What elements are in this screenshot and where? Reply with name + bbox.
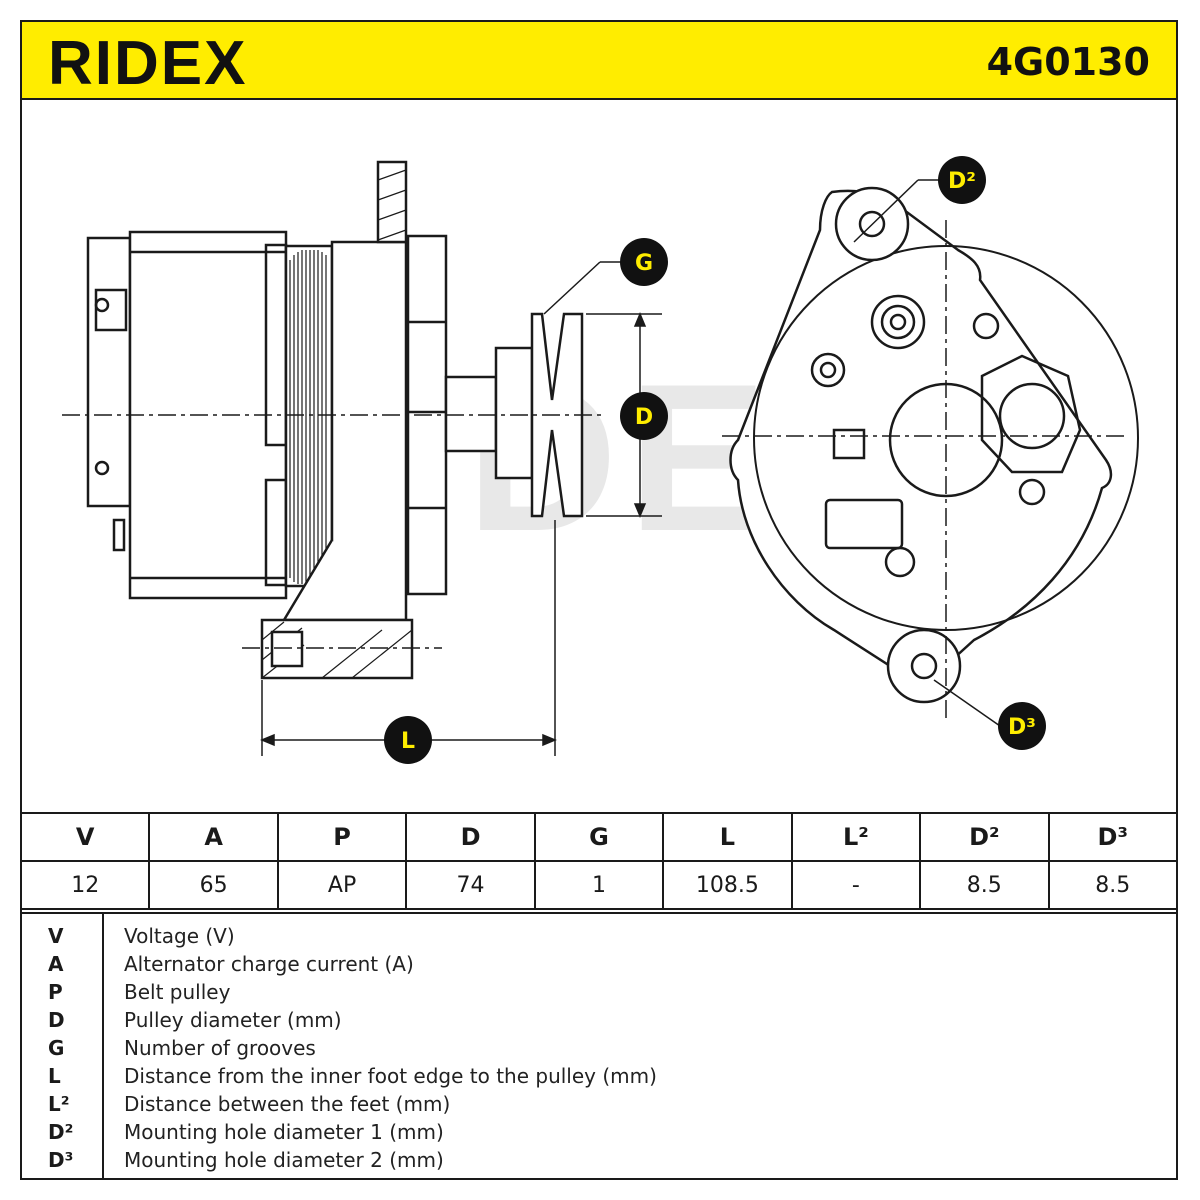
specs-value-cell: AP	[276, 860, 408, 910]
legend-desc: Pulley diameter (mm)	[124, 1008, 342, 1032]
specs-header-cell: P	[276, 812, 408, 862]
legend-item: V Voltage (V)	[22, 922, 1176, 950]
legend-key: V	[48, 924, 64, 948]
specs-header-cell: L	[662, 812, 793, 862]
legend-key: D²	[48, 1120, 74, 1144]
callout-d: D	[620, 392, 668, 440]
legend: V Voltage (V) A Alternator charge curren…	[20, 912, 1178, 1180]
legend-item: D³ Mounting hole diameter 2 (mm)	[22, 1146, 1176, 1174]
legend-desc: Distance from the inner foot edge to the…	[124, 1064, 657, 1088]
specs-header-cell: A	[148, 812, 279, 862]
svg-text:L: L	[401, 729, 415, 754]
legend-desc: Voltage (V)	[124, 924, 235, 948]
callout-l: L	[384, 716, 432, 764]
legend-key: D	[48, 1008, 65, 1032]
legend-key: L	[48, 1064, 61, 1088]
technical-drawing: RIDEX	[22, 100, 1176, 812]
specs-value-cell: 8.5	[1047, 860, 1178, 910]
specs-value-cell: 12	[19, 860, 151, 910]
specs-header-cell: V	[19, 812, 151, 862]
legend-key: A	[48, 952, 64, 976]
brand-logo: RIDEX	[48, 29, 248, 98]
legend-desc: Distance between the feet (mm)	[124, 1092, 451, 1116]
legend-desc: Mounting hole diameter 1 (mm)	[124, 1120, 444, 1144]
specs-value-cell: 74	[405, 860, 536, 910]
specs-header-row: V A P D G L L² D² D³	[19, 812, 1178, 862]
legend-item: D Pulley diameter (mm)	[22, 1006, 1176, 1034]
leaders-d2-d3	[853, 179, 1001, 727]
leader-g	[543, 261, 601, 315]
part-number: 4G0130	[986, 40, 1150, 84]
specs-value-cell: 65	[148, 860, 279, 910]
specs-value-row: 12 65 AP 74 1 108.5 - 8.5 8.5	[19, 860, 1178, 910]
svg-text:D³: D³	[1008, 715, 1036, 740]
specs-header-cell: L²	[790, 812, 922, 862]
legend-desc: Alternator charge current (A)	[124, 952, 414, 976]
legend-item: G Number of grooves	[22, 1034, 1176, 1062]
callout-d3: D³	[998, 702, 1046, 750]
side-view	[62, 160, 602, 680]
svg-text:D²: D²	[948, 169, 976, 194]
specs-header-cell: G	[533, 812, 665, 862]
legend-item: D² Mounting hole diameter 1 (mm)	[22, 1118, 1176, 1146]
legend-desc: Number of grooves	[124, 1036, 316, 1060]
specs-header-cell: D	[405, 812, 536, 862]
legend-item: P Belt pulley	[22, 978, 1176, 1006]
callout-g: G	[620, 238, 668, 286]
legend-key: P	[48, 980, 63, 1004]
callout-d2: D²	[938, 156, 986, 204]
specs-header-cell: D³	[1047, 812, 1178, 862]
header-bar: RIDEX 4G0130	[20, 20, 1178, 100]
legend-item: A Alternator charge current (A)	[22, 950, 1176, 978]
specs-value-cell: 8.5	[919, 860, 1050, 910]
svg-text:D: D	[635, 405, 653, 430]
legend-item: L Distance from the inner foot edge to t…	[22, 1062, 1176, 1090]
legend-item: L² Distance between the feet (mm)	[22, 1090, 1176, 1118]
specs-table: V A P D G L L² D² D³ 12 65 AP 74 1 108.5…	[19, 812, 1178, 910]
legend-desc: Mounting hole diameter 2 (mm)	[124, 1148, 444, 1172]
alternator-drawing: RIDEX	[62, 156, 1139, 764]
legend-key: L²	[48, 1092, 70, 1116]
legend-divider	[102, 914, 104, 1178]
legend-key: G	[48, 1036, 65, 1060]
front-view	[722, 186, 1139, 720]
svg-text:G: G	[635, 251, 653, 276]
specs-header-cell: D²	[919, 812, 1050, 862]
specs-value-cell: 1	[533, 860, 665, 910]
specs-value-cell: -	[790, 860, 922, 910]
specs-value-cell: 108.5	[662, 860, 793, 910]
legend-desc: Belt pulley	[124, 980, 231, 1004]
legend-key: D³	[48, 1148, 74, 1172]
